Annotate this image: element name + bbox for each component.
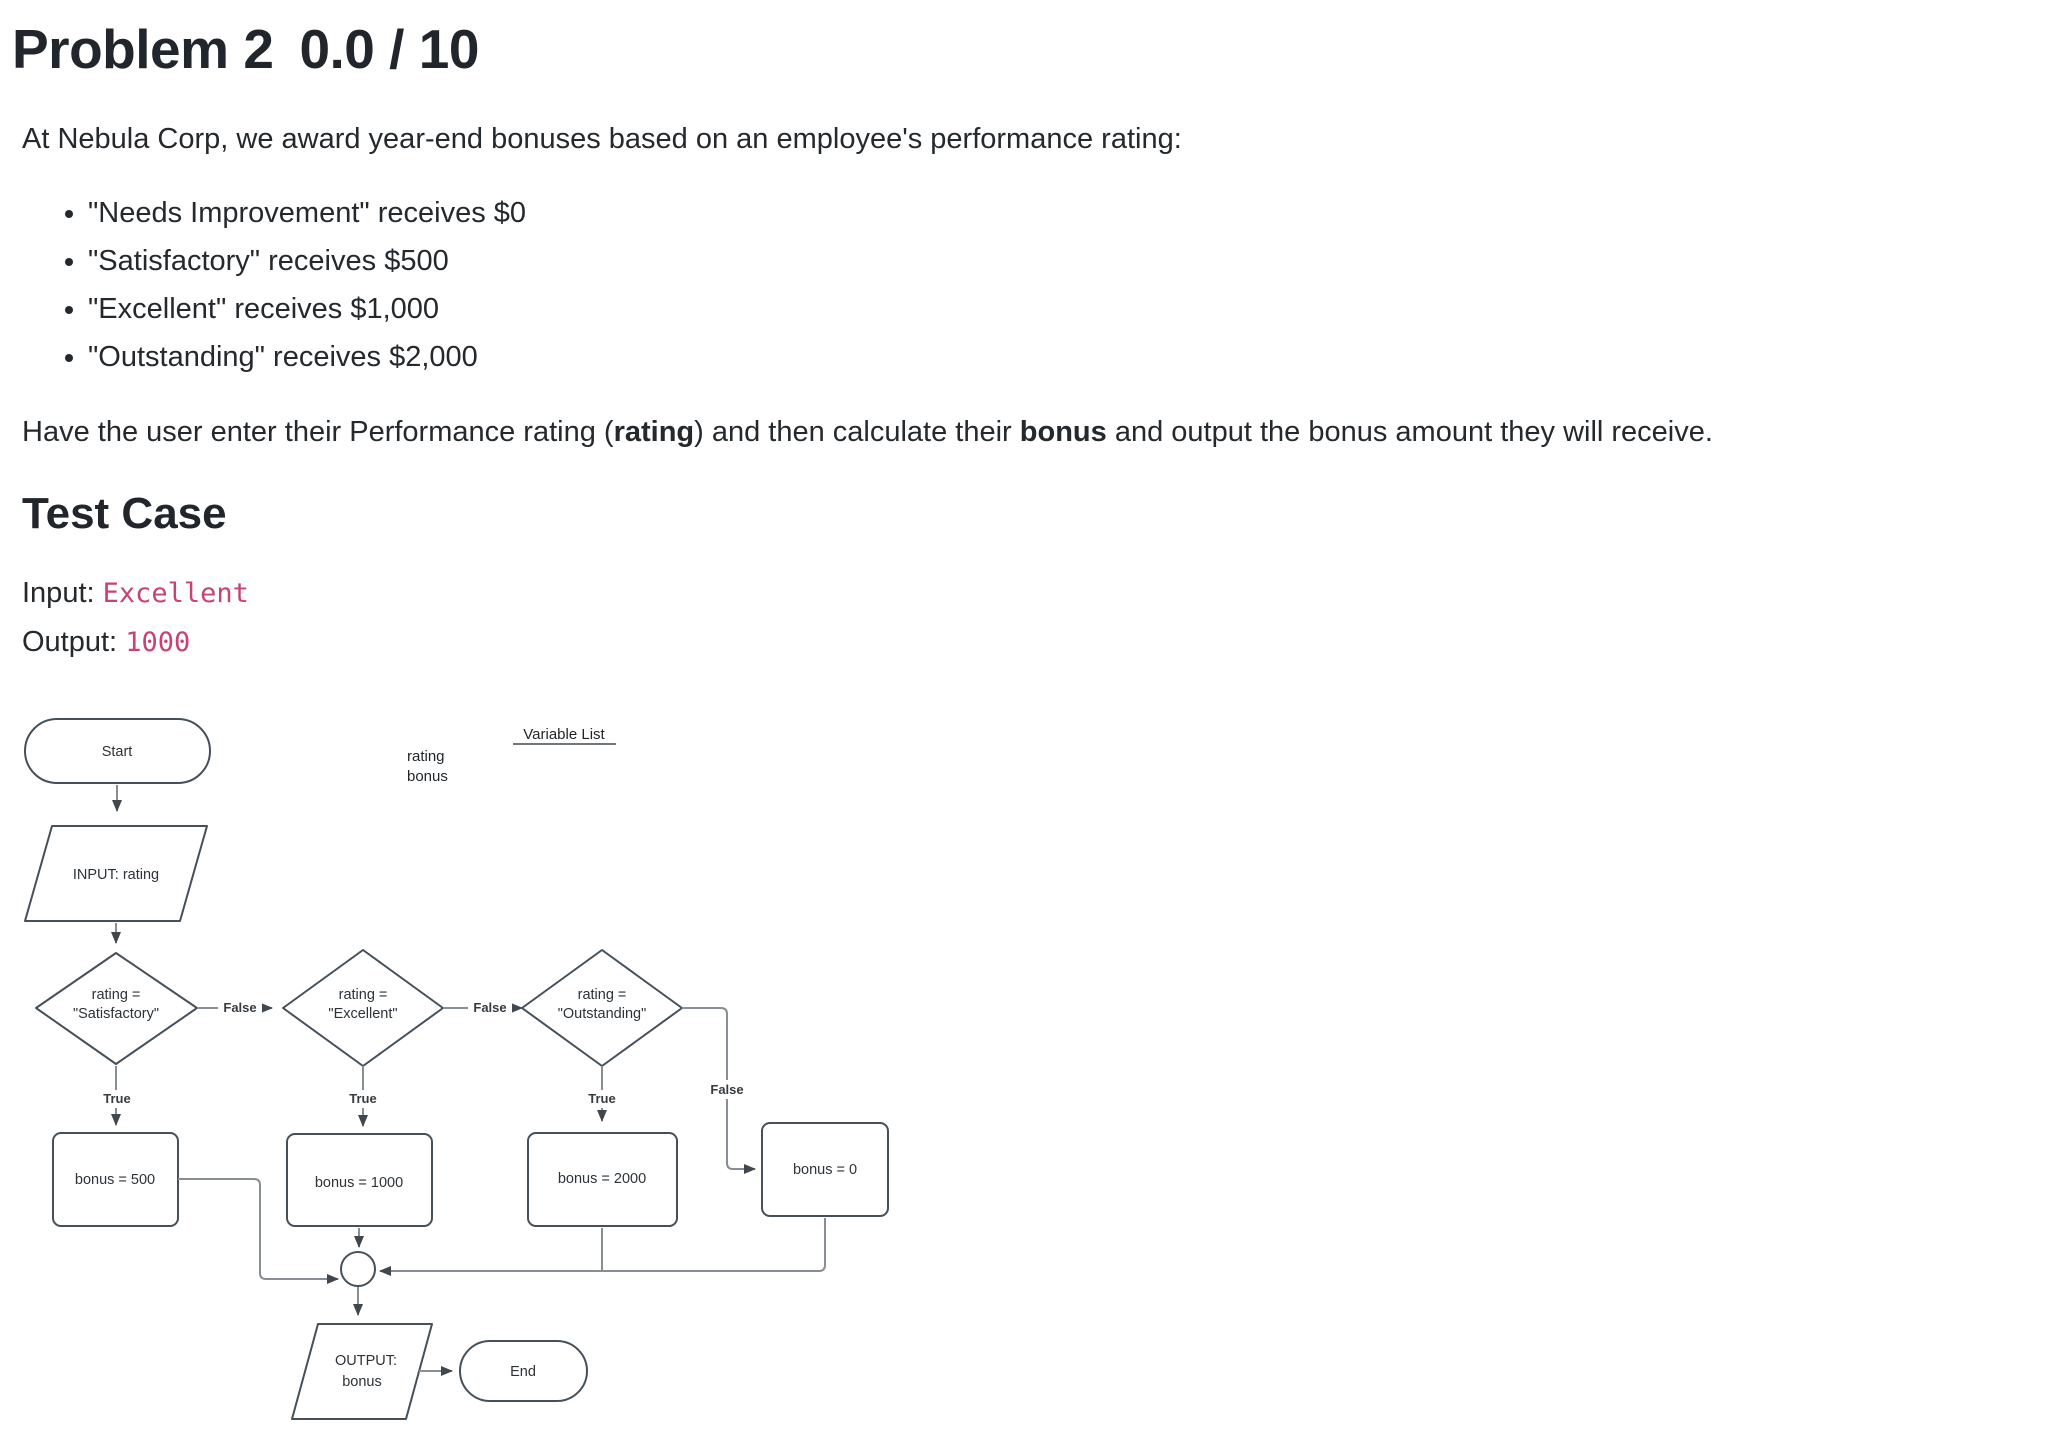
start-label: Start (102, 744, 133, 760)
output-node: OUTPUT: bonus (291, 1323, 433, 1420)
decision1-line1: rating = (92, 987, 141, 1003)
decision-excellent: rating = "Excellent" (282, 949, 444, 1067)
input-node: INPUT: rating (24, 825, 208, 922)
bonus-2000-node: bonus = 2000 (527, 1132, 678, 1227)
instruction-bold-bonus: bonus (1019, 416, 1107, 449)
true-label-1: True (103, 1091, 130, 1106)
bullet-item-satisfactory: "Satisfactory" receives $500 (88, 237, 2014, 285)
true-label-3: True (588, 1091, 615, 1106)
score-badge: 0.0 / 10 (299, 18, 479, 80)
instruction-text: ) and then calculate their (694, 416, 1020, 449)
bullet-list: "Needs Improvement" receives $0 "Satisfa… (22, 189, 2014, 381)
instruction-paragraph: Have the user enter their Performance ra… (22, 413, 2014, 452)
decision2-line2: "Excellent" (328, 1006, 397, 1022)
variable-list-title: Variable List (523, 726, 605, 743)
flowchart: Variable List rating bonus Start INPUT: … (0, 711, 920, 1436)
decision3-line2: "Outstanding" (558, 1006, 647, 1022)
false-label-1: False (223, 1000, 256, 1015)
bonus-500-node: bonus = 500 (52, 1132, 179, 1227)
bonus-1000-label: bonus = 1000 (315, 1175, 403, 1191)
variable-bonus: bonus (407, 768, 448, 785)
false-label-bg (468, 998, 512, 1017)
variable-list: Variable List rating bonus (407, 726, 616, 785)
decision-satisfactory: rating = "Satisfactory" (35, 952, 198, 1065)
intro-paragraph: At Nebula Corp, we award year-end bonuse… (22, 123, 1182, 155)
edge-b500-merge (178, 1178, 339, 1284)
input-label: INPUT: rating (73, 867, 159, 883)
end-label: End (510, 1364, 536, 1380)
output-label-line1: OUTPUT: (335, 1353, 397, 1369)
decision1-line2: "Satisfactory" (73, 1006, 159, 1022)
output-label: Output: (22, 626, 118, 659)
variable-rating: rating (407, 748, 445, 765)
output-label-line2: bonus (342, 1374, 382, 1390)
edge-b0-merge (379, 1218, 826, 1276)
page-title: Problem 2 0.0 / 10 (12, 16, 2014, 82)
true-label-bg (581, 1090, 623, 1108)
bonus-2000-label: bonus = 2000 (558, 1171, 646, 1187)
false-label-2: False (473, 1000, 506, 1015)
test-case-input-row: Input: Excellent (22, 569, 2014, 618)
test-case-heading: Test Case (22, 489, 227, 539)
decision-outstanding: rating = "Outstanding" (521, 949, 683, 1067)
problem-page: Problem 2 0.0 / 10 At Nebula Corp, we awa… (0, 16, 2054, 667)
input-label: Input: (22, 577, 95, 610)
true-label-2: True (349, 1091, 376, 1106)
bonus-0-node: bonus = 0 (761, 1122, 889, 1217)
true-label-bg (342, 1090, 384, 1108)
instruction-text: and output the bonus amount they will re… (1106, 416, 1713, 449)
bonus-500-label: bonus = 500 (75, 1172, 155, 1188)
bonus-0-label: bonus = 0 (793, 1162, 857, 1178)
bullet-item-outstanding: "Outstanding" receives $2,000 (88, 333, 2014, 381)
instruction-bold-rating: rating (613, 416, 695, 449)
start-node: Start (24, 718, 211, 784)
output-value: 1000 (125, 627, 191, 659)
decision3-line1: rating = (578, 987, 627, 1003)
instruction-text: Have the user enter their Performance ra… (22, 416, 614, 449)
true-label-bg (96, 1090, 138, 1108)
decision2-line1: rating = (339, 987, 388, 1003)
false-label-bg (703, 1080, 751, 1099)
bullet-item-excellent: "Excellent" receives $1,000 (88, 285, 2014, 333)
end-node: End (459, 1340, 588, 1402)
bonus-1000-node: bonus = 1000 (286, 1133, 433, 1227)
merge-junction (340, 1251, 376, 1287)
false-label-3: False (710, 1082, 743, 1097)
test-case-output-row: Output: 1000 (22, 618, 2014, 667)
problem-title: Problem 2 (12, 18, 274, 80)
false-label-bg (218, 998, 262, 1017)
input-value: Excellent (102, 578, 249, 610)
bullet-item-needs-improvement: "Needs Improvement" receives $0 (88, 189, 2014, 237)
